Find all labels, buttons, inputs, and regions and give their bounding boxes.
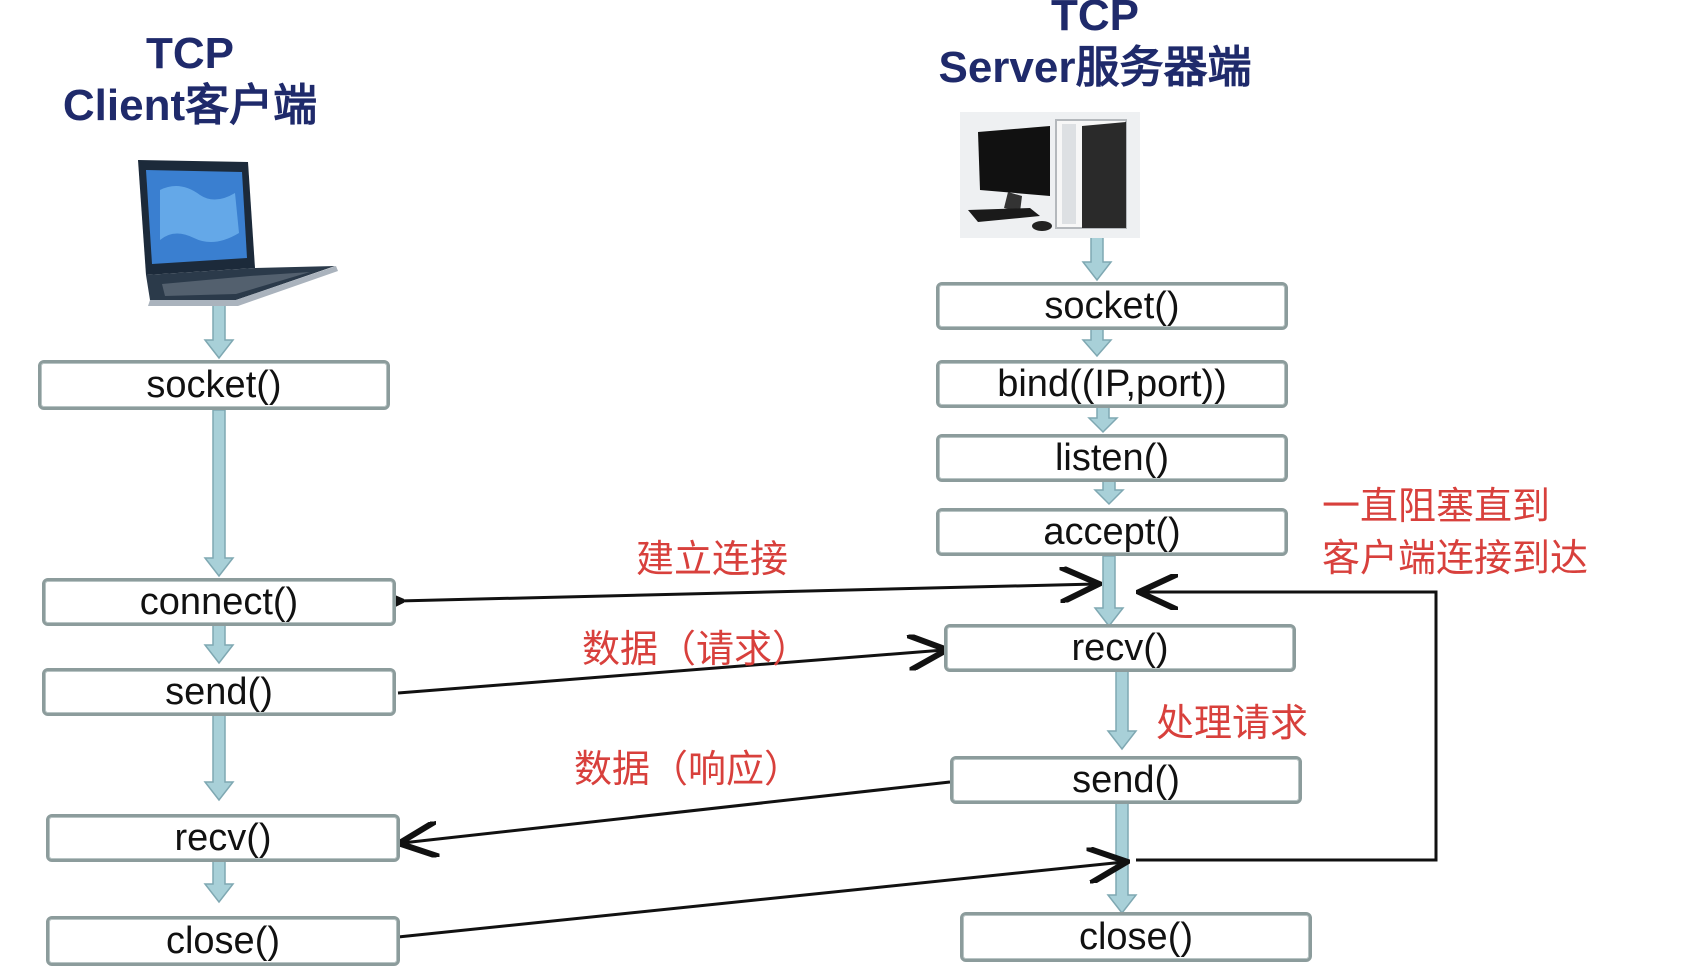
- server-recv-step: recv(): [944, 624, 1296, 672]
- loop-back-arrow: [1136, 592, 1438, 862]
- client-flow-arrows: [203, 304, 235, 904]
- flow-arrow: [1093, 555, 1125, 628]
- desktop-computer-icon: [960, 112, 1140, 238]
- response-annotation: 数据（响应）: [574, 747, 803, 791]
- flow-arrow: [1081, 235, 1113, 282]
- client-recv-step: recv(): [46, 814, 400, 862]
- client-title-line2: Client客户端: [62, 81, 318, 130]
- client-connect-step: connect(): [42, 578, 396, 626]
- block-annotation-line1: 一直阻塞直到: [1322, 484, 1551, 528]
- flow-arrow: [203, 858, 235, 904]
- block-annotation-line2: 客户端连接到达: [1322, 536, 1589, 580]
- server-socket-step: socket(): [936, 282, 1288, 330]
- flow-arrow: [1106, 799, 1138, 915]
- server-accept-step: accept(): [936, 508, 1288, 556]
- server-listen-step: listen(): [936, 434, 1288, 482]
- server-title: TCP Server服务器端: [910, 0, 1280, 94]
- flow-arrow: [203, 409, 235, 578]
- server-title-line1: TCP: [1051, 0, 1139, 40]
- connect-annotation: 建立连接: [636, 537, 789, 581]
- flow-arrow: [203, 711, 235, 802]
- server-title-line2: Server服务器端: [938, 43, 1252, 92]
- flow-arrow: [203, 304, 235, 360]
- client-close-step: close(): [46, 916, 400, 966]
- flow-arrow: [203, 622, 235, 665]
- connection-arrow: [398, 584, 1096, 601]
- request-annotation: 数据（请求）: [582, 627, 811, 671]
- server-send-step: send(): [950, 756, 1302, 804]
- process-annotation: 处理请求: [1156, 701, 1309, 745]
- flow-arrow: [1106, 668, 1138, 751]
- close-arrow: [397, 862, 1124, 939]
- client-send-step: send(): [42, 668, 396, 716]
- server-flow-arrows: [1081, 235, 1138, 915]
- server-bind-step: bind((IP,port)): [936, 360, 1288, 408]
- laptop-icon: [138, 160, 338, 306]
- request-arrow: [397, 650, 944, 695]
- server-close-step: close(): [960, 912, 1312, 962]
- response-arrow: [402, 780, 951, 843]
- client-title: TCP Client客户端: [40, 28, 340, 132]
- client-title-line1: TCP: [146, 29, 234, 78]
- block-annotation: 一直阻塞直到 客户端连接到达: [1322, 480, 1588, 584]
- client-socket-step: socket(): [38, 360, 390, 410]
- flow-arrow: [1093, 479, 1125, 506]
- flow-arrow: [1087, 405, 1119, 434]
- flow-arrow: [1081, 327, 1113, 358]
